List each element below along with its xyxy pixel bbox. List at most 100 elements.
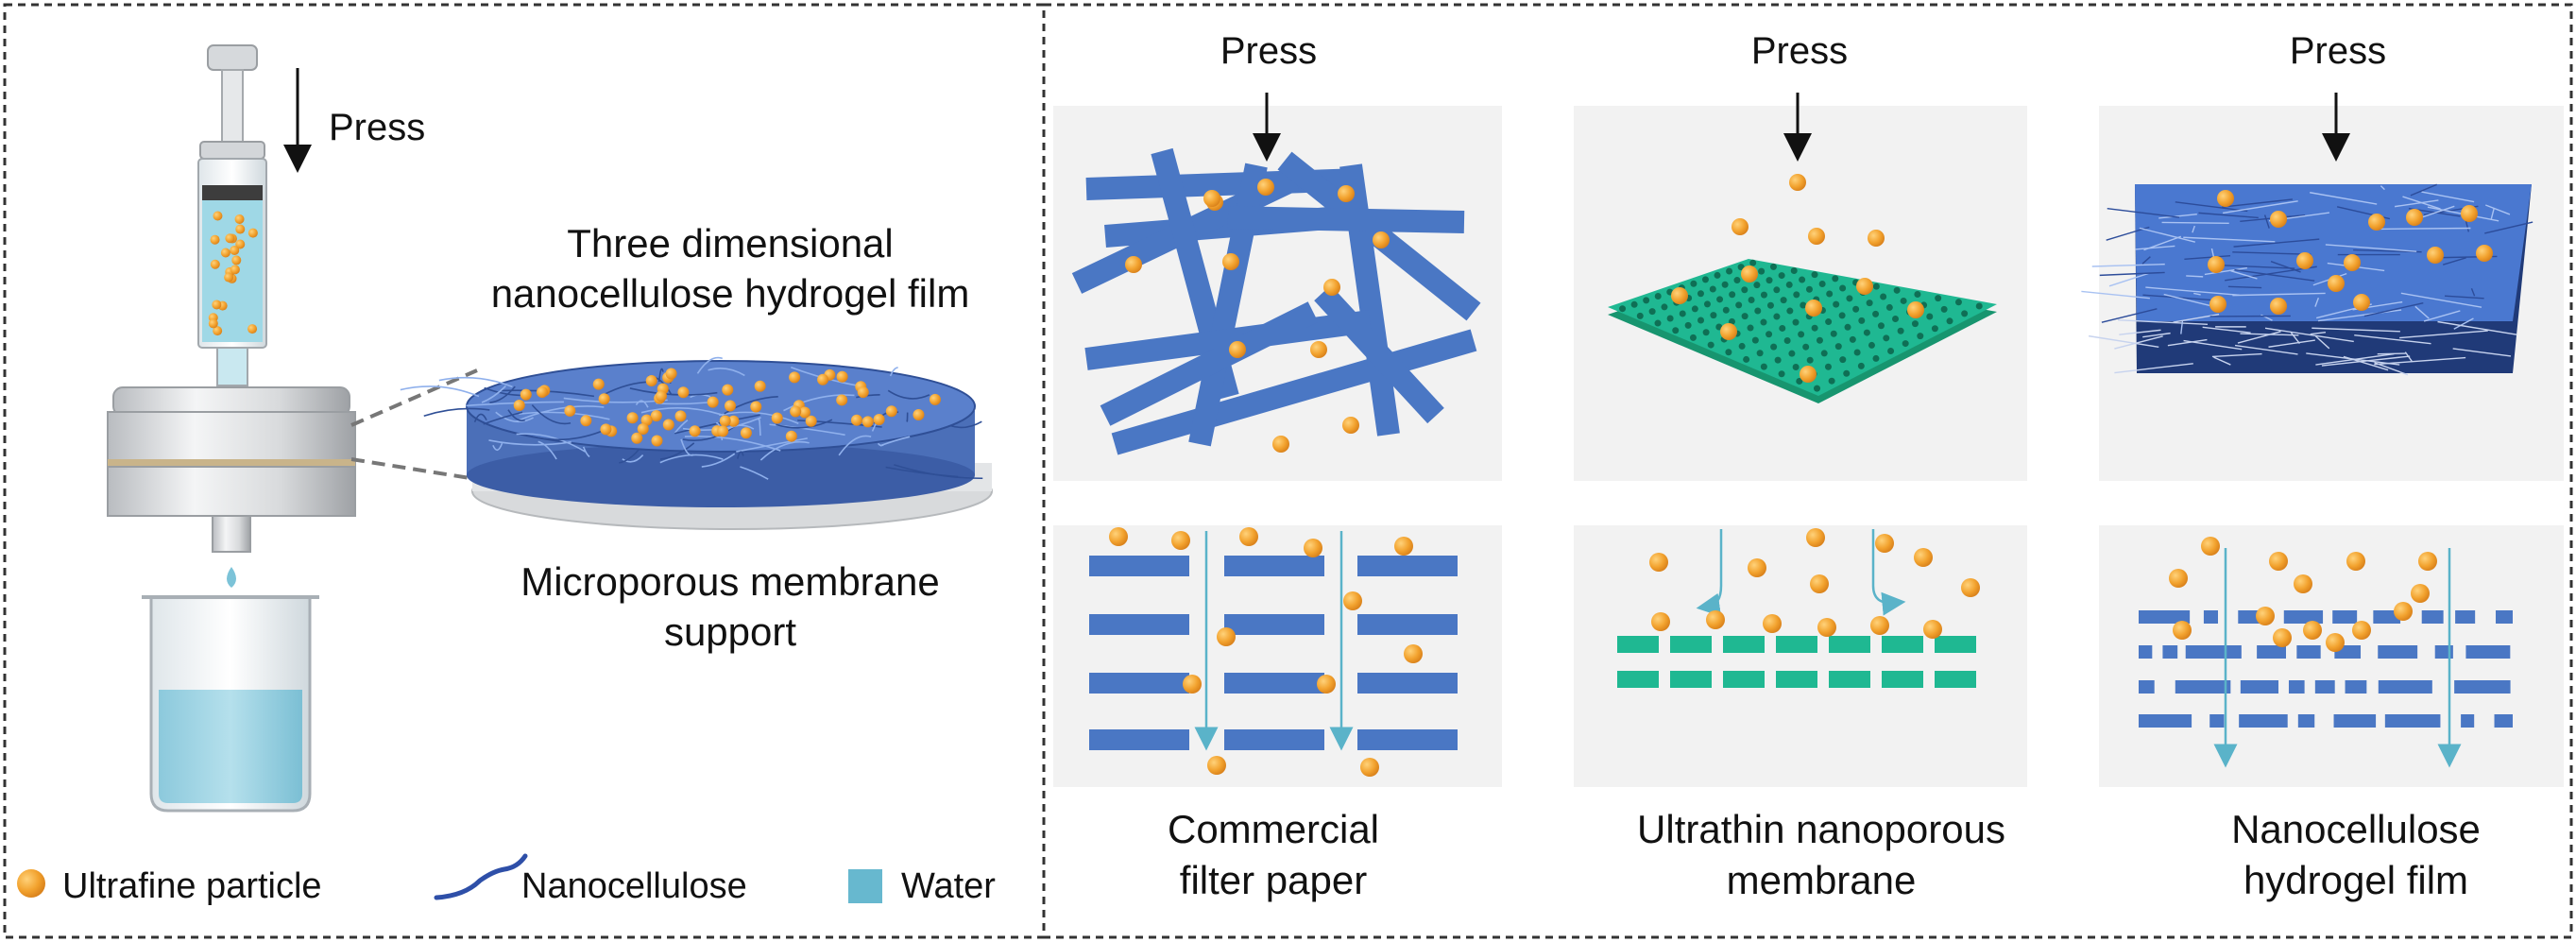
- particle: [651, 435, 663, 447]
- nanocellulose-fiber: [758, 418, 761, 437]
- membrane-pore: [1843, 369, 1851, 377]
- particle: [1914, 548, 1933, 567]
- membrane-pore: [1778, 272, 1785, 280]
- particle: [2169, 569, 2188, 588]
- legend-water-icon: [848, 869, 882, 903]
- nanocellulose-fiber: [2222, 198, 2294, 208]
- membrane-pore: [1883, 334, 1890, 342]
- particle: [1649, 553, 1668, 572]
- beaker-icon: [142, 595, 319, 813]
- nanocellulose-fiber: [438, 376, 513, 388]
- nanocellulose-fiber: [2223, 200, 2298, 214]
- nanocellulose-fiber: [2484, 221, 2533, 234]
- nanocellulose-fiber: [2204, 266, 2248, 276]
- particle: [513, 399, 525, 411]
- nanocellulose-fiber: [701, 453, 736, 468]
- nanocellulose-fiber: [2379, 227, 2471, 231]
- particle: [1651, 612, 1670, 631]
- particle: [857, 386, 869, 399]
- particle: [719, 415, 731, 427]
- hydrogel-fiber-segment: [2175, 680, 2231, 694]
- particle: [689, 425, 701, 437]
- membrane-pore: [1773, 313, 1781, 320]
- nanocellulose-fiber: [906, 412, 909, 422]
- particle: [805, 415, 817, 427]
- particle: [2394, 602, 2413, 621]
- membrane-pore: [1769, 263, 1777, 270]
- membrane-pore: [1824, 363, 1832, 370]
- particle: [2173, 621, 2192, 640]
- particle: [520, 388, 532, 401]
- membrane-pore: [1758, 267, 1766, 275]
- hydrogel-fiber-segment: [2288, 680, 2305, 694]
- membrane-pore: [1917, 333, 1924, 340]
- hydrogel-fiber-segment: [2209, 714, 2225, 728]
- nanocellulose-fiber: [2192, 225, 2195, 233]
- nanocellulose-fiber: [2117, 318, 2209, 326]
- nanocellulose-fiber: [2141, 256, 2151, 265]
- membrane-pore: [1766, 331, 1773, 338]
- particle: [2353, 294, 2370, 311]
- particle: [1125, 256, 1142, 273]
- caption-col3-line2: hydrogel film: [2243, 858, 2468, 902]
- membrane-pore: [1786, 307, 1794, 315]
- particle: [790, 405, 802, 418]
- support-label-line1: Microporous membrane: [520, 559, 940, 604]
- particle: [1789, 174, 1806, 191]
- particle: [2427, 247, 2444, 264]
- nanocellulose-fiber: [2108, 272, 2149, 287]
- particle: [1229, 341, 1246, 358]
- nanocellulose-fiber: [2234, 344, 2298, 355]
- membrane-pore: [1648, 308, 1656, 316]
- membrane-pore: [1811, 271, 1818, 279]
- nanocellulose-fiber: [492, 442, 503, 452]
- nanocellulose-fiber: [736, 451, 744, 459]
- membrane-bar: [1935, 671, 1976, 688]
- membrane-pore: [1715, 323, 1723, 331]
- filter-paper-3d: [1071, 147, 1481, 455]
- nanocellulose-fiber: [759, 440, 810, 461]
- particle: [2352, 621, 2371, 640]
- hydrogel-fiber-segment: [2333, 714, 2377, 728]
- press-label-col1: Press: [1220, 30, 1317, 72]
- particle: [1805, 300, 1822, 317]
- hydrogel-fiber-segment: [2139, 714, 2192, 728]
- particle: [722, 384, 734, 396]
- membrane-pore: [1961, 310, 1969, 317]
- membrane-pore: [1858, 317, 1866, 324]
- particle: [740, 427, 752, 439]
- nanocellulose-fiber: [2143, 235, 2182, 251]
- syringe-particles: [208, 211, 258, 336]
- membrane-pore: [1872, 283, 1880, 290]
- hydrogel-fiber-segment: [2257, 645, 2287, 659]
- nanocellulose-fiber: [2139, 227, 2196, 243]
- nanocellulose-fiber: [2211, 352, 2262, 358]
- particle: [1203, 190, 1220, 207]
- membrane-bar: [1617, 671, 1659, 688]
- particle: [785, 430, 797, 442]
- membrane-pore: [1839, 356, 1847, 364]
- filter-fiber: [1111, 329, 1477, 455]
- particle: [210, 259, 220, 269]
- nanocellulose-fiber: [2232, 251, 2312, 255]
- membrane-pore: [1902, 340, 1909, 348]
- particle: [1810, 574, 1829, 593]
- membrane-pore: [1911, 320, 1919, 328]
- particle: [2269, 552, 2288, 571]
- hydrogel-fiber-segment: [2185, 645, 2242, 659]
- membrane-pore: [1880, 293, 1887, 300]
- hydrogel-fiber-segment: [2332, 610, 2358, 624]
- membrane-pore: [1672, 327, 1680, 334]
- particle: [235, 239, 246, 249]
- membrane-bar: [1617, 636, 1659, 653]
- membrane-pore: [1940, 305, 1948, 313]
- hydrogel-fiber-segment: [2296, 645, 2321, 659]
- membrane-bar: [1723, 671, 1765, 688]
- nanocellulose-fiber: [622, 454, 644, 463]
- particle: [1272, 436, 1289, 453]
- film-label-line2: nanocellulose hydrogel film: [491, 271, 970, 316]
- particle: [626, 412, 639, 424]
- membrane-pore: [1852, 305, 1860, 313]
- nanocellulose-fiber: [776, 419, 833, 429]
- particle: [2256, 607, 2275, 625]
